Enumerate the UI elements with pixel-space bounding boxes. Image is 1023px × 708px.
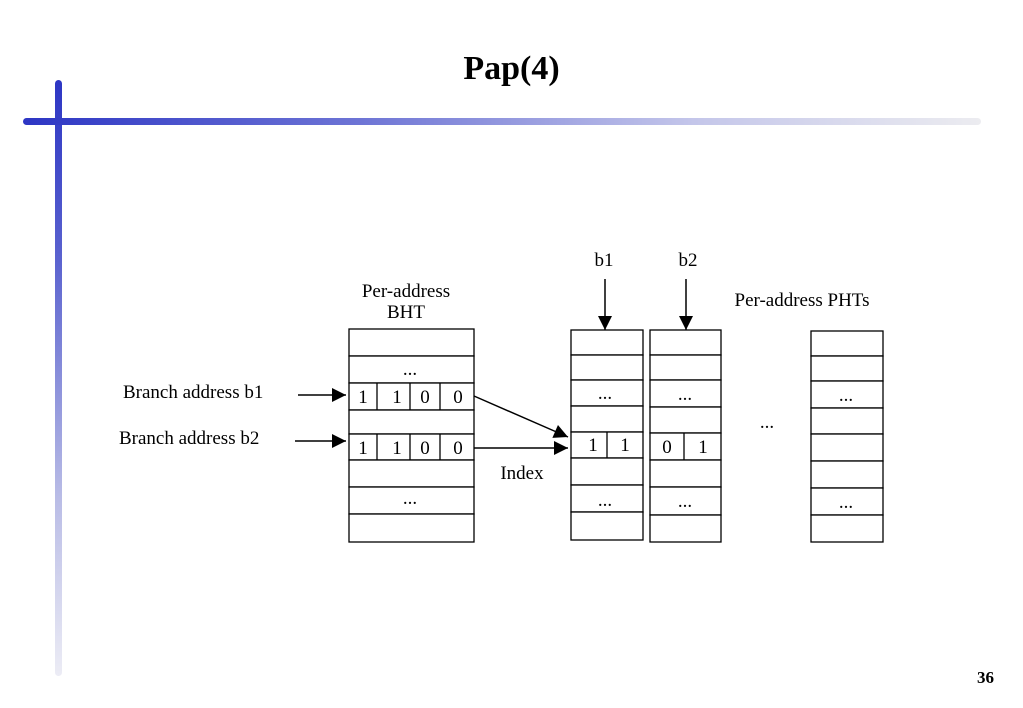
bht-dots-top: ... bbox=[403, 359, 417, 380]
pht-b2-entry-bit-0: 0 bbox=[662, 437, 672, 458]
pht-b1-entry-bit-0: 1 bbox=[588, 435, 598, 456]
bht-b2-bit-1: 1 bbox=[392, 438, 402, 459]
branch-address-b2-label: Branch address b2 bbox=[119, 428, 259, 449]
pht-b2-dots-top: ... bbox=[678, 384, 692, 405]
bht-table bbox=[348, 328, 475, 543]
pht-last-dots-top: ... bbox=[839, 385, 853, 406]
horizontal-accent-bar bbox=[23, 118, 981, 125]
bht-b2-bit-3: 0 bbox=[453, 438, 463, 459]
pht-b2-dots-bottom: ... bbox=[678, 491, 692, 512]
bht-b1-bit-2: 0 bbox=[420, 387, 430, 408]
pht-b1-table bbox=[570, 329, 644, 541]
index-label: Index bbox=[500, 463, 544, 484]
pht-b1-entry-bit-1: 1 bbox=[620, 435, 630, 456]
pht-gap-dots: ... bbox=[760, 412, 774, 433]
bht-label-line1: Per-address bbox=[362, 281, 450, 302]
page-number: 36 bbox=[977, 668, 994, 687]
slide-title: Pap(4) bbox=[463, 50, 560, 87]
pht-b1-dots-top: ... bbox=[598, 383, 612, 404]
bht-dots-bottom: ... bbox=[403, 488, 417, 509]
pht-b2-entry-bit-1: 1 bbox=[698, 437, 708, 458]
bht-b1-bit-1: 1 bbox=[392, 387, 402, 408]
pht-b1-dots-bottom: ... bbox=[598, 490, 612, 511]
bht-label-line2: BHT bbox=[387, 302, 425, 323]
vertical-accent-bar bbox=[55, 80, 62, 676]
branch-address-b1-label: Branch address b1 bbox=[123, 382, 263, 403]
pht-label: Per-address PHTs bbox=[735, 290, 870, 311]
bht-b2-bit-0: 1 bbox=[358, 438, 368, 459]
bht-b1-bit-3: 0 bbox=[453, 387, 463, 408]
index-arrow-b1 bbox=[473, 395, 569, 438]
pht-b1-selector: b1 bbox=[595, 250, 614, 271]
pht-last-dots-bottom: ... bbox=[839, 492, 853, 513]
bht-b1-bit-0: 1 bbox=[358, 387, 368, 408]
pht-b2-selector: b2 bbox=[679, 250, 698, 271]
pht-last-table bbox=[810, 330, 884, 543]
bht-b2-bit-2: 0 bbox=[420, 438, 430, 459]
pht-b2-table bbox=[649, 329, 722, 543]
